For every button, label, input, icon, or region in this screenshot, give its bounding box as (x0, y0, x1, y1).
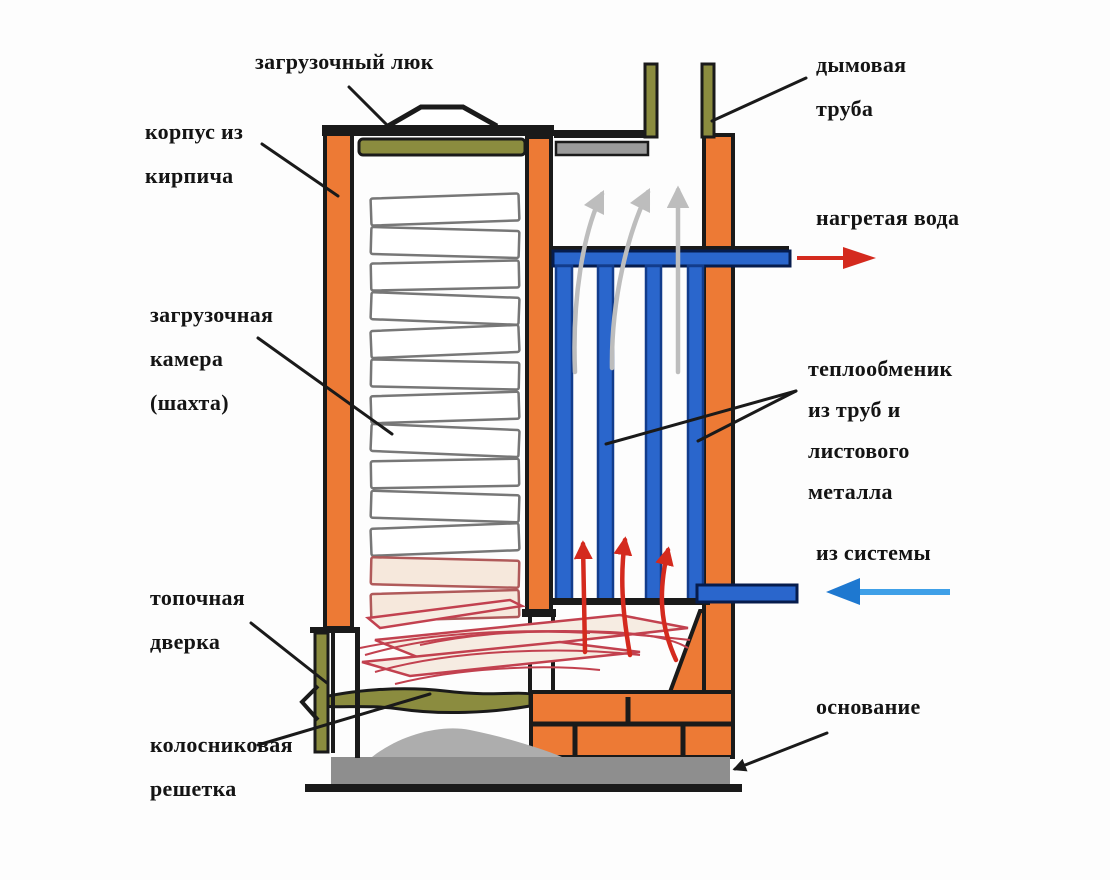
leader-loading-chamber (256, 336, 394, 436)
smoke-flow-arrows (572, 185, 690, 375)
ash-pile (372, 728, 562, 757)
red-arrow-head (843, 247, 876, 269)
foundation-baseline (305, 784, 742, 792)
base-assembly (305, 687, 742, 792)
heat-exchanger (551, 246, 799, 605)
fire-arrow (655, 546, 679, 663)
top-lid (322, 125, 554, 136)
label-grate: колосниковая решетка (150, 732, 293, 801)
label-heated-water: нагретая вода (816, 205, 960, 230)
top-assembly (322, 62, 716, 157)
flame-line (374, 649, 641, 673)
mortar-joints (531, 697, 733, 757)
fire-arrow (573, 540, 593, 655)
middle-partition-wall (525, 135, 553, 613)
flame-line (394, 666, 601, 685)
log (369, 225, 521, 260)
heated-water-arrow (797, 247, 876, 269)
label-heat-exchanger: теплообменик из труб и листового металла (808, 356, 953, 504)
log (369, 358, 521, 391)
door-inner-line (331, 631, 335, 753)
lid-handle (386, 104, 499, 129)
log (369, 290, 521, 327)
label-from-system: из системы (816, 540, 931, 565)
chimney-left-wall (643, 62, 659, 139)
from-system-arrow (826, 578, 950, 605)
inlet-pipe (695, 583, 799, 604)
label-loading-chamber: загрузочная камера (шахта) (150, 302, 274, 415)
label-foundation: основание (816, 694, 921, 719)
exchanger-tube (644, 264, 663, 605)
tube-bottom-caps (553, 598, 710, 605)
burning-log (374, 613, 689, 660)
burning-log (364, 598, 527, 630)
smoke-arrow (609, 187, 651, 371)
door-frame-top (310, 627, 360, 633)
flame-line (359, 630, 691, 649)
smoke-duct (554, 140, 650, 157)
leader-foundation (732, 731, 829, 772)
firebox-fire (359, 598, 691, 685)
log (369, 259, 521, 292)
label-chimney: дымовая труба (816, 52, 907, 121)
grate (314, 687, 532, 715)
smoke-arrow (572, 189, 605, 375)
wood-stack (369, 192, 521, 623)
leader-chimney (710, 76, 808, 123)
leader-lines (249, 76, 829, 772)
fire-flow-arrows (573, 536, 679, 663)
door-leaf (313, 631, 330, 754)
log (369, 521, 521, 558)
exchanger-plate (554, 264, 574, 605)
exchanger-tube (596, 264, 615, 605)
leader-firebox-door (249, 621, 329, 685)
loading-hatch (357, 137, 527, 157)
log (369, 422, 521, 459)
exchanger-tube (686, 264, 705, 605)
foundation-slab (331, 757, 730, 785)
manifold-top-line (553, 246, 789, 251)
smoke-duct-top-line (554, 130, 648, 138)
log (369, 390, 521, 425)
fire-arrow (613, 536, 633, 658)
door-latch-icon (299, 684, 320, 722)
leader-heat-exchanger-2 (696, 389, 798, 443)
chimney-right-wall (700, 62, 716, 139)
wall-inner-line (355, 628, 360, 758)
blue-arrow-head (826, 578, 860, 605)
brick-platform (529, 609, 735, 759)
log (369, 323, 521, 360)
leader-grate (256, 692, 432, 747)
left-brick-wall (323, 131, 354, 630)
label-brick-body: корпус из кирпича (145, 119, 244, 188)
log (369, 192, 521, 227)
leader-brick-body (260, 142, 340, 198)
leader-loading-hatch (347, 85, 390, 128)
log (369, 457, 521, 490)
partition-cap (522, 609, 556, 617)
outlet-pipe (551, 249, 792, 268)
leader-heat-exchanger-1 (604, 389, 798, 446)
log (369, 555, 521, 590)
label-firebox-door: топочная дверка (150, 585, 246, 654)
label-loading-hatch: загрузочный люк (255, 49, 434, 74)
slope-wall (667, 609, 706, 694)
firebox-door (299, 627, 360, 758)
log (369, 489, 521, 524)
